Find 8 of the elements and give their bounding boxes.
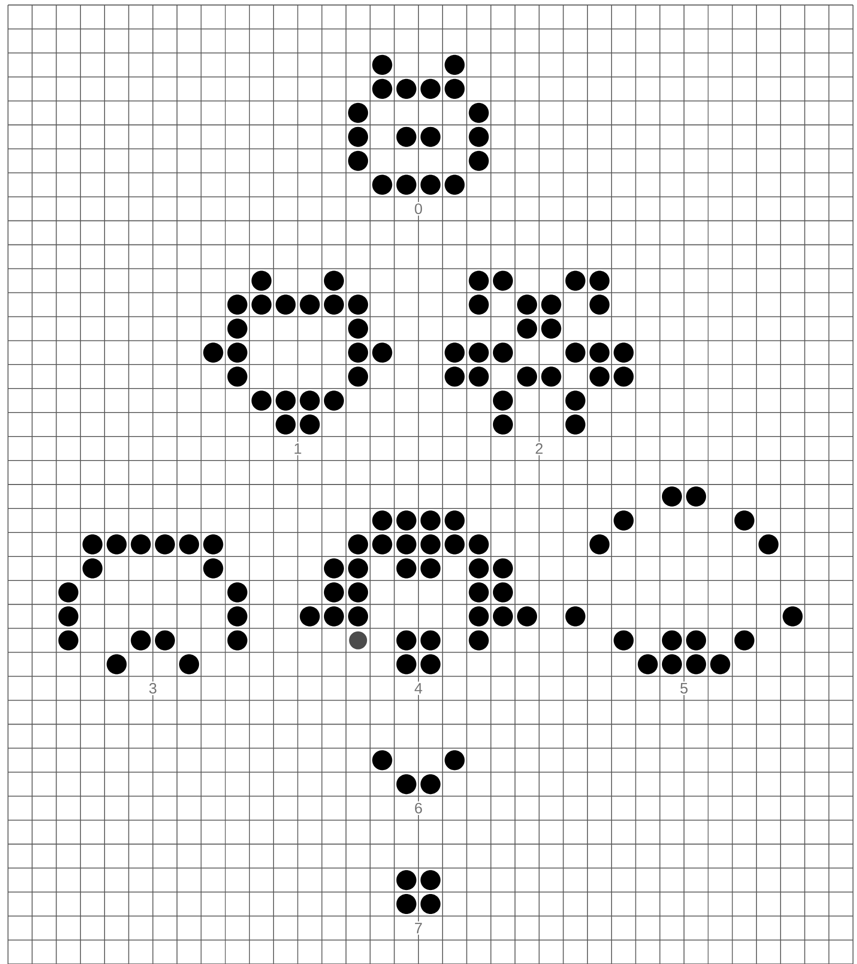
figure-number: 1 xyxy=(292,442,304,456)
figure-number: 6 xyxy=(412,801,424,815)
figure-number: 7 xyxy=(412,921,424,935)
figure-number: 3 xyxy=(147,681,159,696)
figure-number: 5 xyxy=(678,682,690,696)
figure-number: 2 xyxy=(533,442,545,456)
figure-number: 0 xyxy=(412,202,424,216)
figure-number: 4 xyxy=(412,682,424,695)
